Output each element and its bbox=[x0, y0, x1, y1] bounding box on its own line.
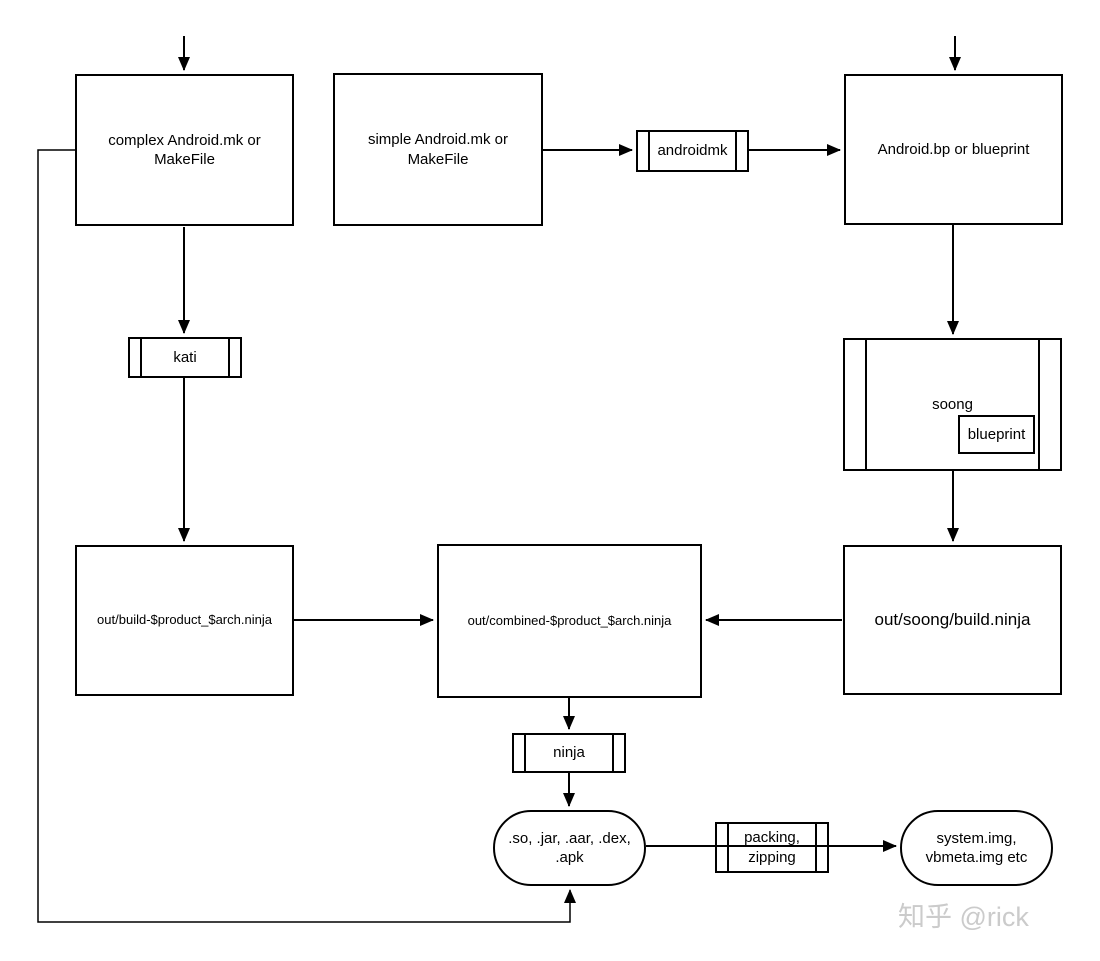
node-out-build-ninja-label: out/build-$product_$arch.ninja bbox=[97, 612, 272, 628]
node-kati: kati bbox=[128, 337, 242, 378]
node-artifacts-label: .so, .jar, .aar, .dex, .apk bbox=[508, 829, 631, 867]
node-out-soong-ninja-label: out/soong/build.ninja bbox=[874, 609, 1031, 629]
node-simple-androidmk: simple Android.mk or MakeFile bbox=[333, 73, 543, 226]
node-ninja: ninja bbox=[512, 733, 626, 773]
node-androidbp: Android.bp or blueprint bbox=[844, 74, 1063, 225]
node-packing-zipping-label: packing, zipping bbox=[744, 829, 800, 866]
node-complex-androidmk-label: complex Android.mk or MakeFile bbox=[108, 131, 261, 169]
node-system-images: system.img, vbmeta.img etc bbox=[900, 810, 1053, 886]
node-complex-androidmk: complex Android.mk or MakeFile bbox=[75, 74, 294, 226]
node-soong: soong blueprint bbox=[843, 338, 1062, 471]
node-androidbp-label: Android.bp or blueprint bbox=[877, 140, 1030, 158]
node-androidmk-tool: androidmk bbox=[636, 130, 749, 172]
node-simple-androidmk-label: simple Android.mk or MakeFile bbox=[367, 131, 509, 168]
node-androidmk-tool-label: androidmk bbox=[657, 142, 728, 160]
node-packing-zipping: packing, zipping bbox=[715, 822, 829, 873]
node-system-images-label: system.img, vbmeta.img etc bbox=[925, 829, 1028, 867]
node-ninja-label: ninja bbox=[553, 744, 585, 762]
node-soong-label: soong bbox=[932, 395, 973, 413]
node-out-combined-ninja: out/combined-$product_$arch.ninja bbox=[437, 544, 702, 698]
node-blueprint: blueprint bbox=[958, 415, 1035, 454]
arrow-complex-feedback-to-artifacts bbox=[37, 149, 576, 923]
node-out-build-ninja: out/build-$product_$arch.ninja bbox=[75, 545, 294, 696]
watermark: 知乎 @rick bbox=[898, 902, 1029, 932]
node-out-soong-ninja: out/soong/build.ninja bbox=[843, 545, 1062, 695]
node-out-combined-ninja-label: out/combined-$product_$arch.ninja bbox=[467, 612, 672, 628]
node-kati-label: kati bbox=[173, 348, 197, 366]
node-artifacts: .so, .jar, .aar, .dex, .apk bbox=[493, 810, 646, 886]
node-blueprint-label: blueprint bbox=[967, 425, 1026, 443]
